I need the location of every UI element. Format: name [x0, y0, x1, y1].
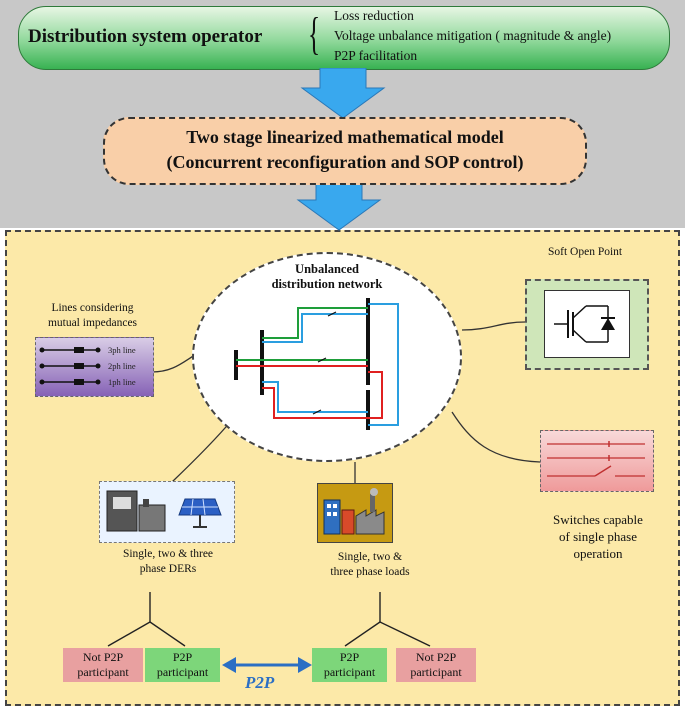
- loads-caption-line1: Single, two &: [337, 551, 403, 563]
- objective-loss: Loss reduction: [334, 8, 414, 23]
- lines-box: [35, 337, 154, 397]
- line-symbols-icon: [39, 347, 101, 385]
- switches-caption-line3: operation: [573, 546, 623, 561]
- sop-caption: Soft Open Point: [548, 246, 623, 258]
- loads-caption-line2: three phase loads: [330, 566, 410, 578]
- p2p-exchange-label: P2P: [245, 673, 275, 692]
- line-2ph-label: 2ph line: [108, 361, 136, 371]
- p2p-right-line2: participant: [323, 665, 376, 679]
- not-p2p-right-line1: Not P2P: [415, 650, 457, 664]
- der-caption-line2: phase DERs: [139, 563, 197, 575]
- p2p-right-line1: P2P: [339, 650, 360, 664]
- der-caption-line1: Single, two & three: [122, 548, 214, 560]
- model-box: [103, 117, 587, 185]
- network-diagram-icon: [234, 298, 399, 430]
- load-icon: [323, 488, 385, 535]
- arrow-down-icon: [300, 68, 386, 119]
- igbt-diode-icon: [554, 305, 615, 343]
- switches-caption-line2: of single phase: [559, 529, 637, 544]
- switches-caption-line1: Switches capable: [553, 512, 643, 527]
- objective-p2p: P2P facilitation: [334, 48, 418, 63]
- p2p-left-line1: P2P: [172, 650, 193, 664]
- lines-caption-line1: Lines considering: [51, 302, 134, 314]
- switch-icon: [547, 441, 645, 477]
- line-1ph-label: 1ph line: [108, 377, 136, 387]
- der-icon: [106, 490, 222, 532]
- line-3ph-label: 3ph line: [108, 345, 136, 355]
- not-p2p-left-line1: Not P2P: [82, 650, 124, 664]
- network-title-line2: distribution network: [271, 277, 383, 291]
- model-title: Two stage linearized mathematical model: [186, 127, 504, 147]
- p2p-participant-left: P2P participant: [145, 648, 220, 682]
- objective-voltage: Voltage unbalance mitigation ( magnitude…: [334, 28, 612, 43]
- dso-title: Distribution system operator: [28, 26, 263, 47]
- not-p2p-right-line2: participant: [410, 665, 462, 679]
- network-title-line1: Unbalanced: [295, 262, 359, 276]
- p2p-left-line2: participant: [156, 665, 209, 679]
- switches-box: [540, 430, 654, 492]
- not-p2p-left-line2: participant: [77, 665, 129, 679]
- model-subtitle: (Concurrent reconfiguration and SOP cont…: [166, 152, 524, 172]
- not-p2p-participant-left: Not P2P participant: [63, 648, 143, 682]
- p2p-participant-right: P2P participant: [312, 648, 387, 682]
- brace-icon: {: [308, 8, 321, 59]
- lines-caption-line2: mutual impedances: [47, 317, 138, 329]
- not-p2p-participant-right: Not P2P participant: [396, 648, 476, 682]
